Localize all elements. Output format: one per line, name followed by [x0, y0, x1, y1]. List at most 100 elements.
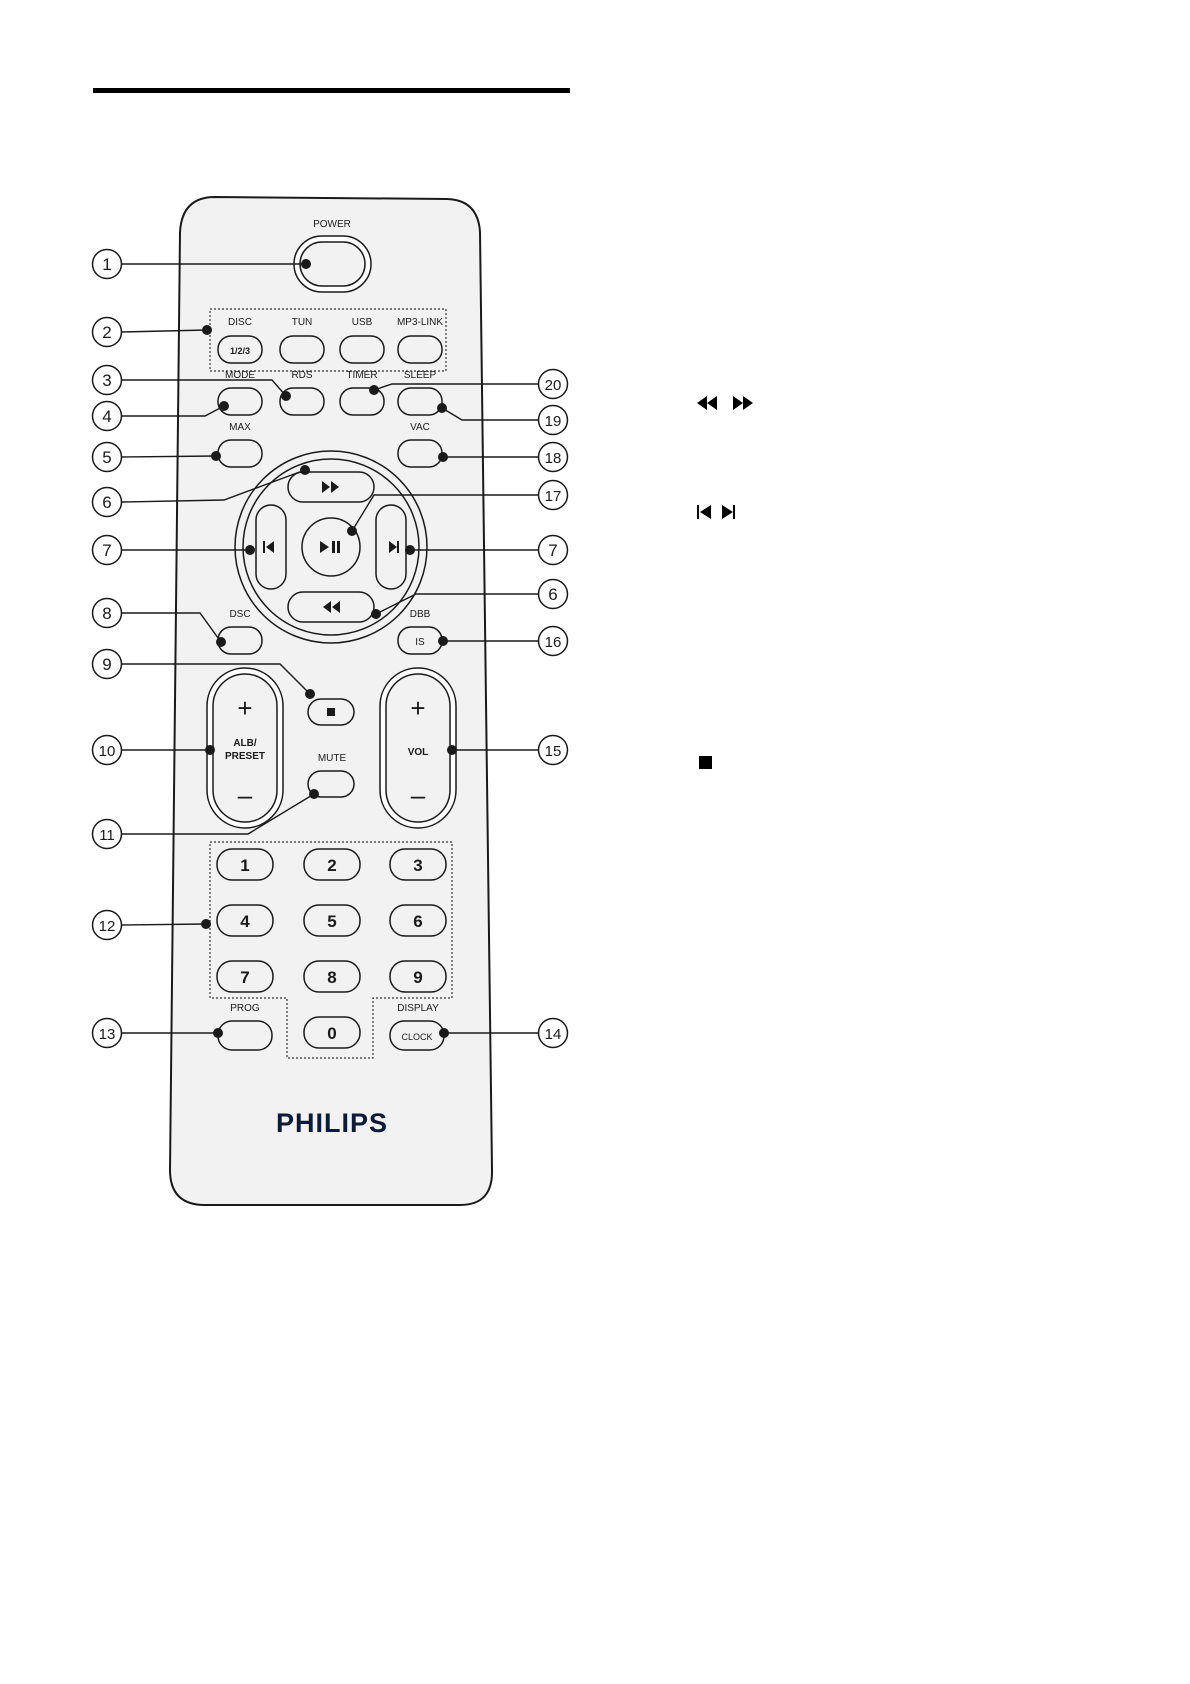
callout-dot-c7: [245, 545, 255, 555]
key-1-button[interactable]: [216, 848, 274, 881]
callout-line-c17: [351, 494, 538, 532]
timer-label: TIMER: [346, 370, 377, 381]
callout-line-c3: [122, 379, 287, 397]
previous-icon: [263, 541, 274, 553]
callout-number-c15: 15: [545, 743, 562, 760]
callout-number-c5: 5: [102, 448, 111, 467]
vac-label: VAC: [410, 422, 430, 433]
vac-button[interactable]: [397, 439, 443, 468]
key-8-button[interactable]: [303, 960, 361, 993]
callout-number-c7-right: 7: [548, 541, 557, 560]
callout-circle-c12: [91, 909, 123, 941]
key-0-button[interactable]: [303, 1016, 361, 1049]
fast-forward-icon: [322, 481, 339, 493]
callout-number-c9: 9: [102, 655, 111, 674]
callout-number-c10: 10: [99, 743, 116, 760]
callout-number-c13: 13: [99, 1026, 116, 1043]
key-2-button[interactable]: [303, 848, 361, 881]
callout-number-c18: 18: [545, 450, 562, 467]
is-button-label: IS: [415, 637, 425, 648]
callout-number-c14: 14: [545, 1026, 562, 1043]
key-5-button[interactable]: [303, 904, 361, 937]
mute-button[interactable]: [307, 770, 355, 798]
tun-button[interactable]: [279, 335, 325, 364]
key-7-label: 7: [240, 968, 249, 987]
callout-line-c12: [121, 923, 207, 926]
mode-button[interactable]: [217, 387, 263, 416]
callout-line-c4: [122, 405, 225, 417]
key-6-button[interactable]: [389, 904, 447, 937]
alb-label-line2: PRESET: [225, 751, 265, 762]
callout-circle-c1: [91, 248, 123, 280]
callout-circle-c11: [91, 818, 123, 850]
callout-dot-c14: [439, 1028, 449, 1038]
stop-icon: [327, 708, 335, 716]
key-9-button[interactable]: [389, 960, 447, 993]
callout-line-c19: [441, 407, 538, 421]
dsc-label: DSC: [229, 609, 250, 620]
callout-line-c11: [122, 793, 315, 835]
callout-circle-c16: [537, 625, 569, 657]
callout-circle-c2: [91, 316, 123, 348]
callout-circle-c3: [91, 364, 123, 396]
mute-label: MUTE: [318, 753, 347, 764]
usb-label: USB: [352, 317, 373, 328]
usb-button[interactable]: [339, 335, 385, 364]
callout-dot-c8: [216, 637, 226, 647]
callout-circle-c7-right: [537, 534, 569, 566]
callout-circle-c4: [91, 400, 123, 432]
display-label: DISPLAY: [397, 1003, 439, 1014]
key-3-label: 3: [413, 856, 422, 875]
callout-circle-c20: [537, 368, 569, 400]
callout-number-c17: 17: [545, 488, 562, 505]
side-previous-next-icon: [697, 505, 735, 519]
side-rewind-forward-icon: [697, 396, 753, 410]
key-6-label: 6: [413, 912, 422, 931]
alb-minus-sign: –: [238, 780, 253, 810]
callout-circle-c5: [91, 441, 123, 473]
keypad-group-outline: [209, 841, 453, 1059]
callout-dot-c5: [211, 451, 221, 461]
callout-circle-c6: [91, 486, 123, 518]
callout-number-c8: 8: [102, 604, 111, 623]
side-stop-icon: [699, 756, 712, 769]
key-7-button[interactable]: [216, 960, 274, 993]
callout-dot-c10: [205, 745, 215, 755]
dbb-label: DBB: [410, 609, 431, 620]
key-4-button[interactable]: [216, 904, 274, 937]
key-4-label: 4: [240, 912, 250, 931]
alb-plus-sign: +: [237, 693, 252, 723]
rewind-icon: [323, 601, 340, 613]
callout-circle-c15: [537, 734, 569, 766]
callout-number-c20: 20: [545, 377, 562, 394]
sleep-button[interactable]: [397, 387, 443, 416]
power-label: POWER: [313, 219, 351, 230]
rds-button[interactable]: [279, 387, 325, 416]
callout-dot-c11: [309, 789, 319, 799]
callout-line-c8: [122, 612, 222, 643]
callout-number-c6: 6: [102, 493, 111, 512]
mode-label: MODE: [225, 370, 255, 381]
key-3-button[interactable]: [389, 848, 447, 881]
callout-number-c3: 3: [102, 371, 111, 390]
callout-line-c20: [373, 383, 538, 391]
disc-label: DISC: [228, 317, 252, 328]
callout-circle-c6-right: [537, 578, 569, 610]
play-pause-button[interactable]: [301, 517, 361, 577]
source-group-outline: [209, 308, 447, 372]
callout-number-c2: 2: [102, 323, 111, 342]
callout-number-c6-right: 6: [548, 585, 557, 604]
callout-dot-c1: [301, 259, 311, 269]
prog-button[interactable]: [217, 1020, 273, 1051]
callout-line-c5: [121, 455, 217, 458]
disc-button[interactable]: [217, 335, 263, 364]
max-button[interactable]: [217, 439, 263, 468]
play-pause-icon: [320, 541, 340, 553]
mp3-link-button[interactable]: [397, 335, 443, 364]
vol-minus-sign: –: [411, 780, 426, 810]
rds-label: RDS: [291, 370, 312, 381]
callout-dot-c9: [305, 689, 315, 699]
key-2-label: 2: [327, 856, 336, 875]
key-5-label: 5: [327, 912, 336, 931]
